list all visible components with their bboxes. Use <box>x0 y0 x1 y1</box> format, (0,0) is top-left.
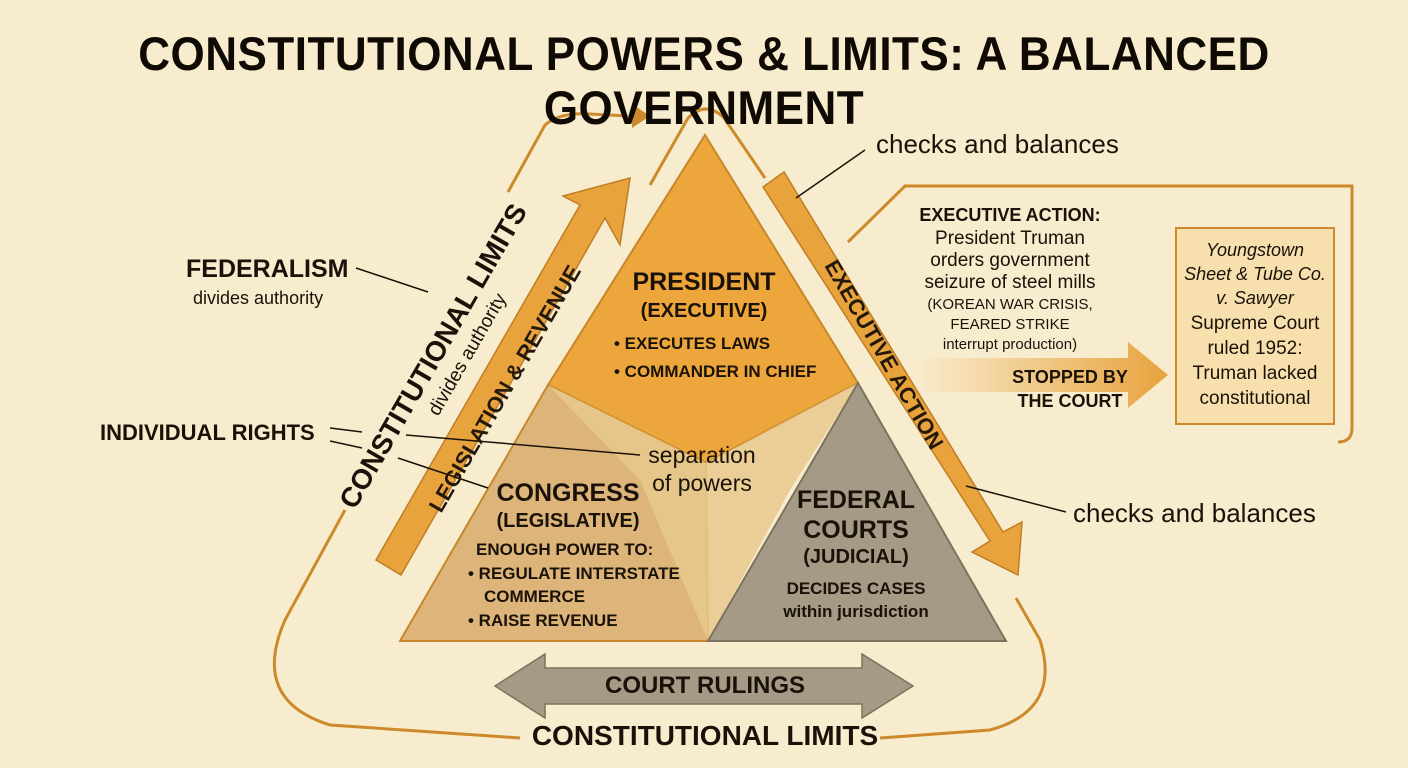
congress-power: • RAISE REVENUE <box>468 611 618 630</box>
courts-duty: DECIDES CASES <box>786 579 926 598</box>
congress-intro: ENOUGH POWER TO: <box>476 540 654 559</box>
rights-leader-1 <box>329 427 363 433</box>
executive-action-line: seizure of steel mills <box>924 272 1096 293</box>
courts-duty: within jurisdiction <box>783 602 929 621</box>
court-rulings-arrow <box>493 652 915 720</box>
courts-name: COURTS <box>803 516 909 544</box>
rights-leader-2 <box>329 440 363 449</box>
rights-leader-3 <box>397 457 489 489</box>
executive-action-heading: EXECUTIVE ACTION: <box>919 205 1101 225</box>
outer-cycle-arrowhead <box>632 104 650 128</box>
page-title: CONSTITUTIONAL POWERS & LIMITS: A BALANC… <box>138 27 1270 135</box>
congress-branch: (LEGISLATIVE) <box>496 510 640 532</box>
president-name: PRESIDENT <box>632 268 776 296</box>
checks-top-leader <box>795 149 866 199</box>
federalism-leader <box>355 267 429 293</box>
outer-cycle-left <box>272 509 521 740</box>
case-name-line: Youngstown <box>1205 240 1305 260</box>
separation-label: separation <box>648 442 756 468</box>
president-duty: • EXECUTES LAWS <box>614 334 771 353</box>
stopped-label: STOPPED BY <box>1012 367 1128 387</box>
executive-action-bracket <box>846 184 1354 444</box>
executive-action-small-line: (KOREAN WAR CRISIS, <box>927 296 1093 313</box>
checks-balances-bottom: checks and balances <box>1073 498 1316 528</box>
executive-action-small-line: FEARED STRIKE <box>950 316 1070 333</box>
case-box-frame <box>1175 227 1335 425</box>
executive-action-small-line: interrupt production) <box>942 336 1078 353</box>
case-ruling-line: Supreme Court <box>1190 313 1320 334</box>
courts-branch: (JUDICIAL) <box>803 546 909 568</box>
president-duty: • COMMANDER IN CHIEF <box>614 362 817 381</box>
congress-name: CONGRESS <box>496 479 640 507</box>
executive-action-line: orders government <box>930 250 1090 271</box>
executive-action-arrow <box>761 170 1023 577</box>
case-name-line: Sheet & Tube Co. <box>1184 264 1326 284</box>
courts-name: FEDERAL <box>796 486 916 514</box>
center-section <box>548 383 858 641</box>
outer-cycle-apex <box>648 107 767 186</box>
separation-label: of powers <box>652 470 752 496</box>
separation-leader <box>405 434 641 456</box>
stopped-arrow <box>916 342 1168 408</box>
constitutional-limits-bottom-label: CONSTITUTIONAL LIMITS <box>531 720 879 751</box>
federalism-label: FEDERALISM <box>186 255 349 283</box>
congress-power: COMMERCE <box>484 587 586 606</box>
president-branch: (EXECUTIVE) <box>640 300 768 322</box>
stopped-label: THE COURT <box>1017 391 1123 411</box>
case-name-line: v. Sawyer <box>1216 288 1294 308</box>
case-ruling-line: constitutional <box>1199 388 1311 409</box>
federalism-sublabel: divides authority <box>193 288 324 308</box>
checks-balances-top: checks and balances <box>876 129 1119 159</box>
individual-rights-label: INDIVIDUAL RIGHTS <box>100 420 315 445</box>
legislation-arrow <box>374 176 631 577</box>
case-ruling-line: Truman lacked <box>1192 363 1318 384</box>
court-rulings-label: COURT RULINGS <box>605 672 805 699</box>
courts-section <box>706 381 1008 642</box>
case-ruling-line: ruled 1952: <box>1207 338 1303 359</box>
congress-power: • REGULATE INTERSTATE <box>468 564 680 583</box>
executive-action-line: President Truman <box>935 228 1085 249</box>
outer-cycle-outline <box>506 112 629 193</box>
checks-bottom-leader <box>965 485 1067 513</box>
outer-cycle-right <box>879 597 1047 740</box>
